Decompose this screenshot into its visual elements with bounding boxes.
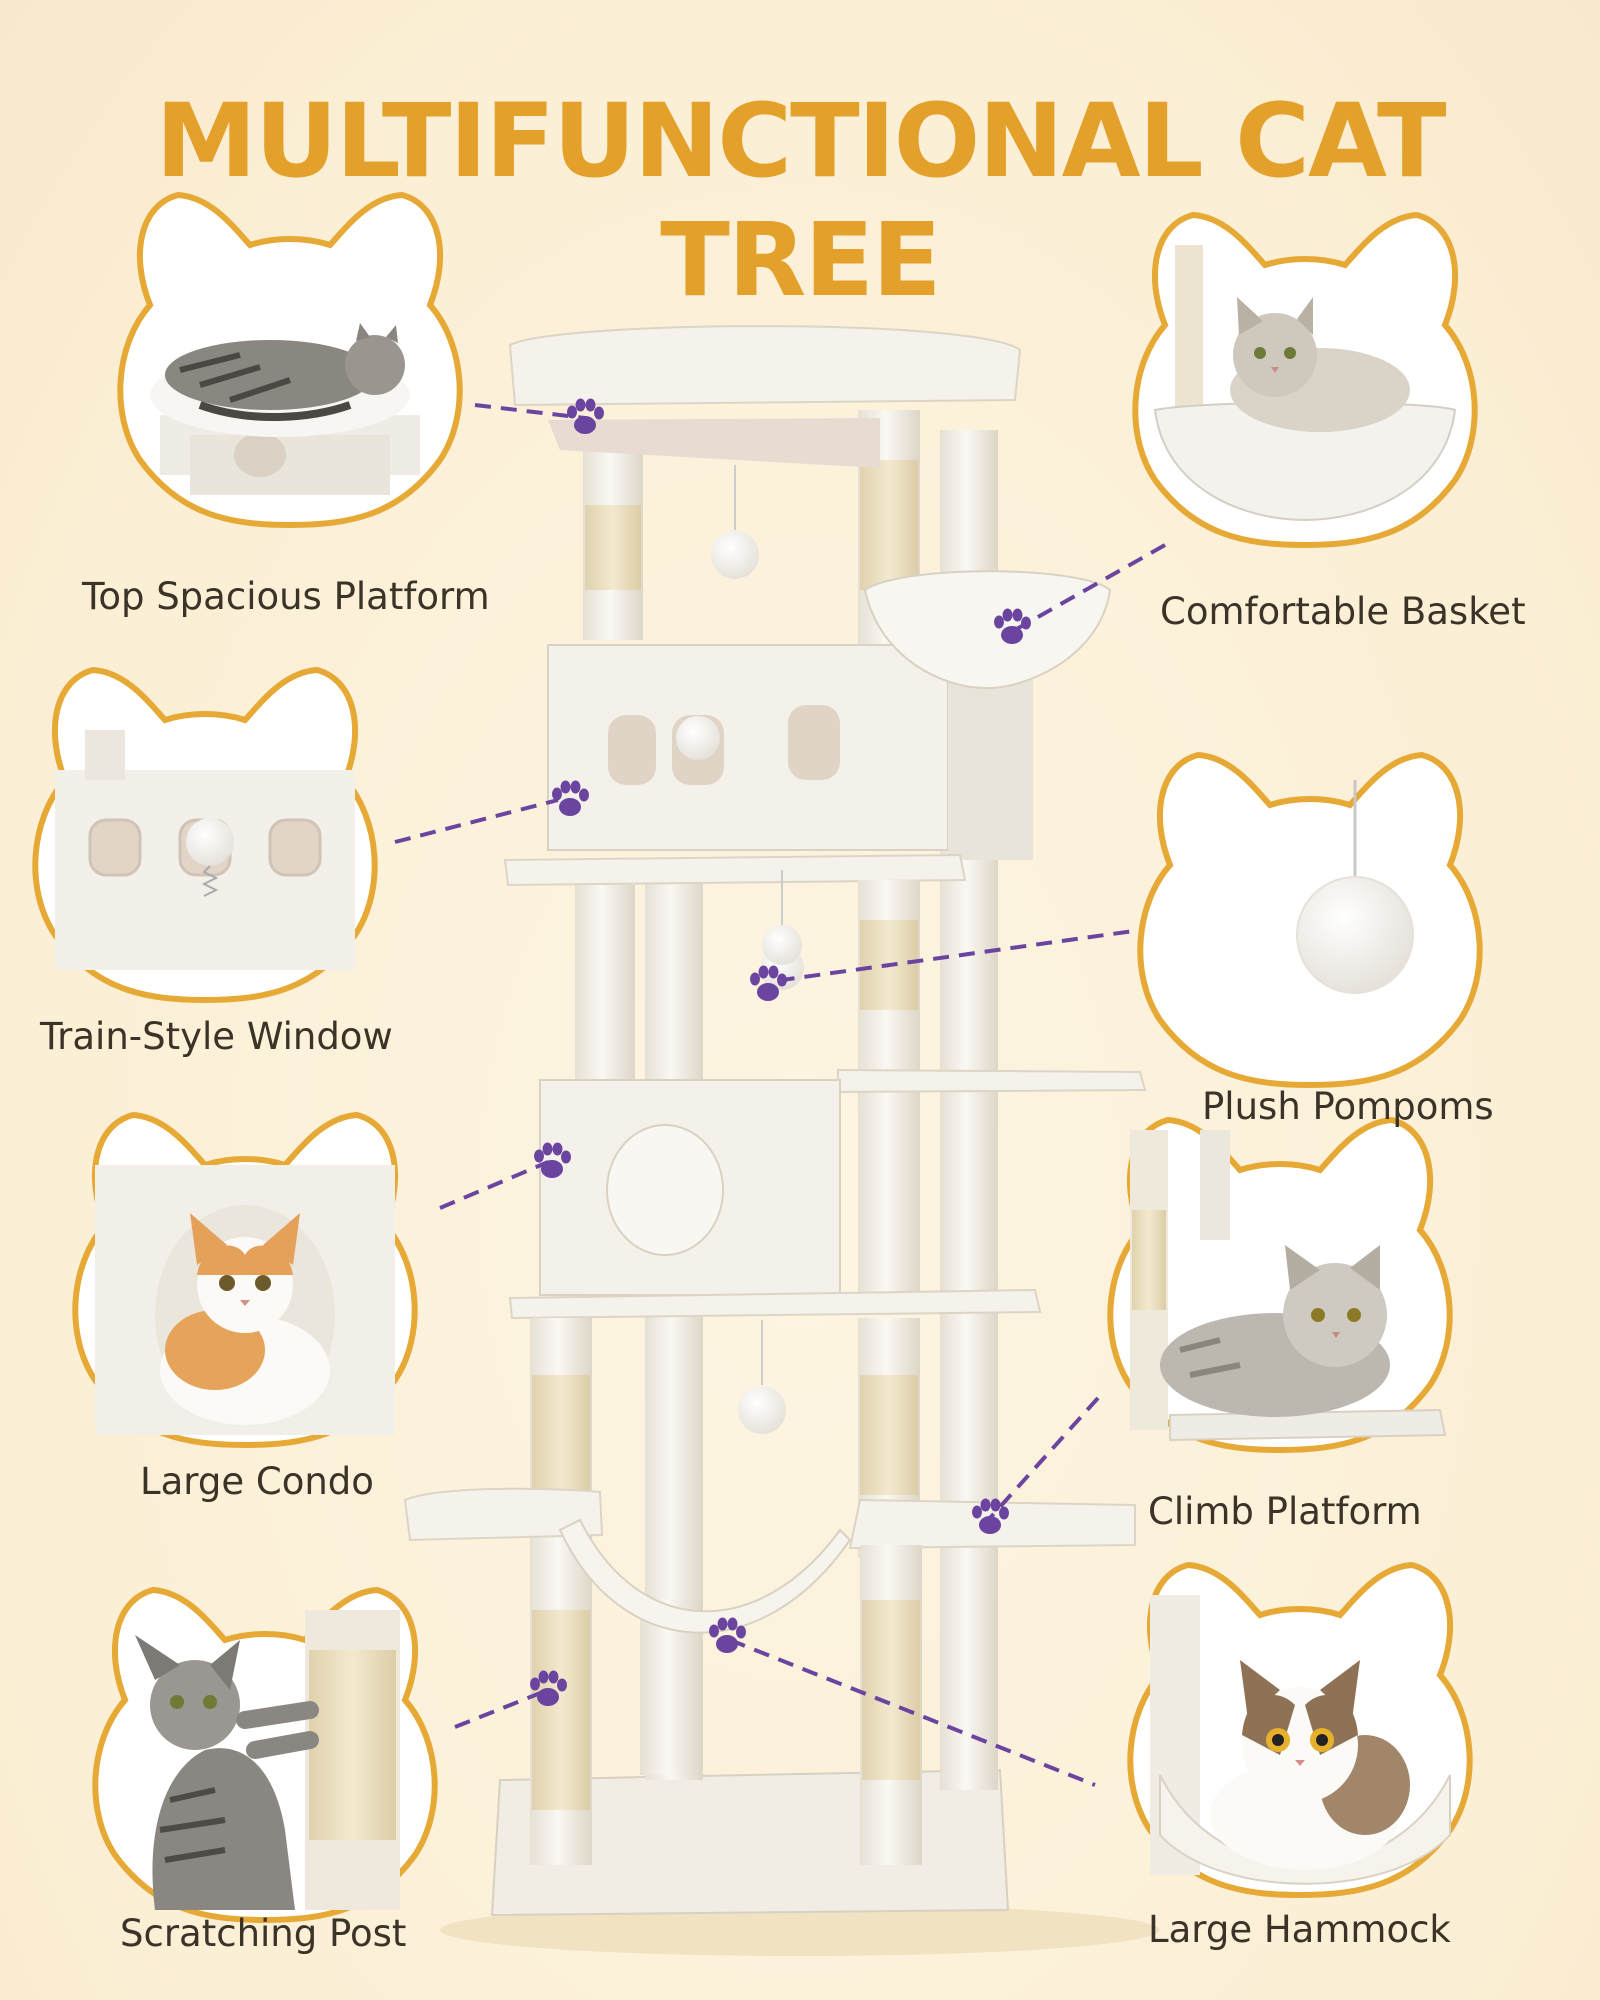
label-comfortable-basket: Comfortable Basket — [1160, 590, 1526, 633]
label-scratching-post: Scratching Post — [120, 1912, 407, 1955]
cat-on-platform-icon — [1160, 1245, 1390, 1417]
connector-lines — [394, 403, 1166, 1787]
page-title: MULTIFUNCTIONAL CAT TREE — [155, 82, 1446, 320]
badge-comfortable-basket — [1135, 215, 1474, 545]
cat-scratching-icon — [135, 1635, 319, 1910]
label-top-spacious-platform: Top Spacious Platform — [82, 575, 490, 618]
hammock — [558, 1518, 852, 1634]
label-plush-pompoms: Plush Pompoms — [1202, 1085, 1494, 1128]
basket — [863, 570, 1112, 690]
label-train-style-window: Train-Style Window — [40, 1015, 393, 1058]
sisal-wrap — [860, 460, 918, 590]
cat-in-condo-icon — [160, 1213, 330, 1425]
badge-top-spacious-platform — [120, 195, 459, 525]
label-climb-platform: Climb Platform — [1148, 1490, 1422, 1533]
sisal-wrap — [585, 505, 641, 590]
top-platform — [508, 325, 1022, 407]
label-large-hammock: Large Hammock — [1148, 1908, 1451, 1951]
cat-sleeping-icon — [150, 323, 410, 437]
label-large-condo: Large Condo — [140, 1460, 374, 1503]
cat-tree — [403, 325, 1160, 1956]
condo-windows-icon — [88, 818, 322, 897]
badge-large-condo — [75, 1115, 414, 1445]
pompom-ball-icon — [1296, 780, 1414, 994]
badge-plush-pompoms — [1140, 755, 1479, 1085]
cat-in-hammock-icon — [1210, 1660, 1410, 1870]
badge-scratching-post — [95, 1590, 434, 1920]
badge-train-style-window — [35, 670, 374, 1000]
badge-large-hammock — [1130, 1565, 1469, 1895]
cat-in-basket-icon — [1230, 297, 1410, 432]
badge-climb-platform — [1110, 1120, 1449, 1450]
